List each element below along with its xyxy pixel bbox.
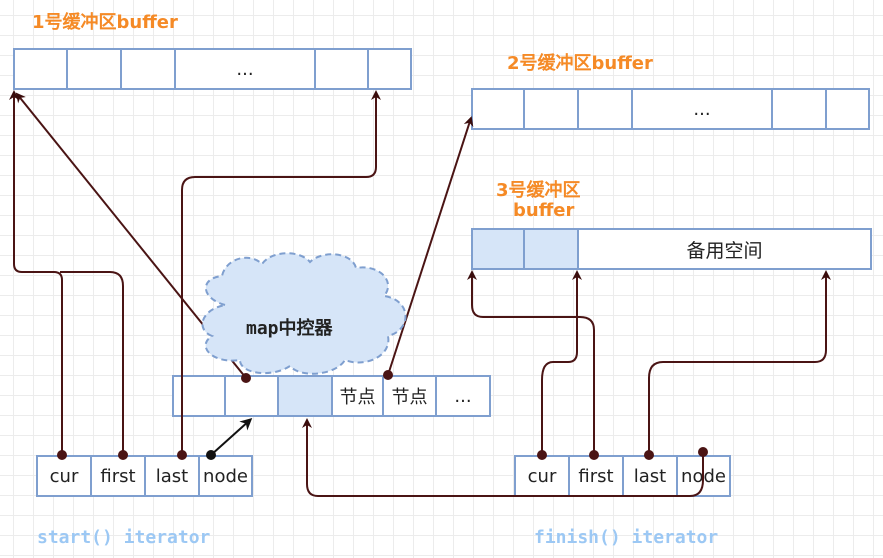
buffer1-cell: ...: [174, 48, 316, 90]
start-iterator-last: last: [144, 455, 200, 497]
dot-finish-last: [644, 450, 654, 460]
dot-start-cur: [57, 450, 67, 460]
buffer3-spare-space: 备用空间: [577, 228, 872, 270]
buffer1-cell: [13, 48, 68, 90]
buffer2: ...: [471, 88, 870, 130]
start-iterator-cur: cur: [36, 455, 92, 497]
arrow-start-node: [210, 417, 253, 456]
buffer1-label: 1号缓冲区buffer: [32, 12, 178, 33]
start-iterator-first: first: [90, 455, 146, 497]
finish-iterator-cur: cur: [514, 455, 570, 497]
start-iterator: cur first last node: [36, 455, 253, 497]
dot-map-cell1: [241, 373, 251, 383]
buffer1: ...: [13, 48, 412, 90]
buffer3-cell: [523, 228, 579, 270]
map-controller-label: map中控器: [246, 318, 333, 339]
arrow-start-first: [60, 271, 124, 455]
start-iterator-node: node: [198, 455, 253, 497]
buffer3: 备用空间: [471, 228, 872, 270]
buffer1-cell: [314, 48, 369, 90]
start-iterator-label: start() iterator: [37, 527, 211, 548]
dot-map-node: [383, 370, 393, 380]
buffer2-cell: [471, 88, 525, 130]
dot-finish-cur: [537, 450, 547, 460]
buffer2-cell: [523, 88, 579, 130]
dot-finish-node: [698, 447, 708, 457]
buffer2-label: 2号缓冲区buffer: [507, 53, 653, 74]
finish-iterator-label: finish() iterator: [534, 527, 719, 548]
map-cell: ...: [435, 375, 491, 417]
map-cell: 节点: [382, 375, 437, 417]
buffer2-cell: [577, 88, 633, 130]
buffer3-label-line1: 3号缓冲区: [496, 180, 581, 201]
finish-iterator: cur first last node: [514, 455, 731, 497]
arrow-map-buffer2: [387, 116, 474, 376]
dot-start-node: [206, 450, 216, 460]
buffer3-label-line2: buffer: [513, 200, 575, 221]
arrow-finish-node: [302, 418, 704, 497]
buffer1-cell: [367, 48, 412, 90]
buffer3-cell: [471, 228, 525, 270]
dot-start-last: [177, 450, 187, 460]
arrow-start-last: [181, 90, 381, 455]
arrow-start-cur: [9, 90, 63, 455]
map-array: 节点 节点 ...: [172, 375, 491, 417]
map-cloud-shape: [201, 252, 407, 375]
arrow-finish-cur: [541, 270, 582, 455]
buffer1-cell: [120, 48, 176, 90]
map-cell: 节点: [331, 375, 384, 417]
arrow-finish-last: [648, 270, 831, 455]
buffer2-cell: [825, 88, 870, 130]
arrow-finish-first: [467, 270, 595, 455]
dot-start-first: [118, 450, 128, 460]
dot-finish-first: [589, 450, 599, 460]
